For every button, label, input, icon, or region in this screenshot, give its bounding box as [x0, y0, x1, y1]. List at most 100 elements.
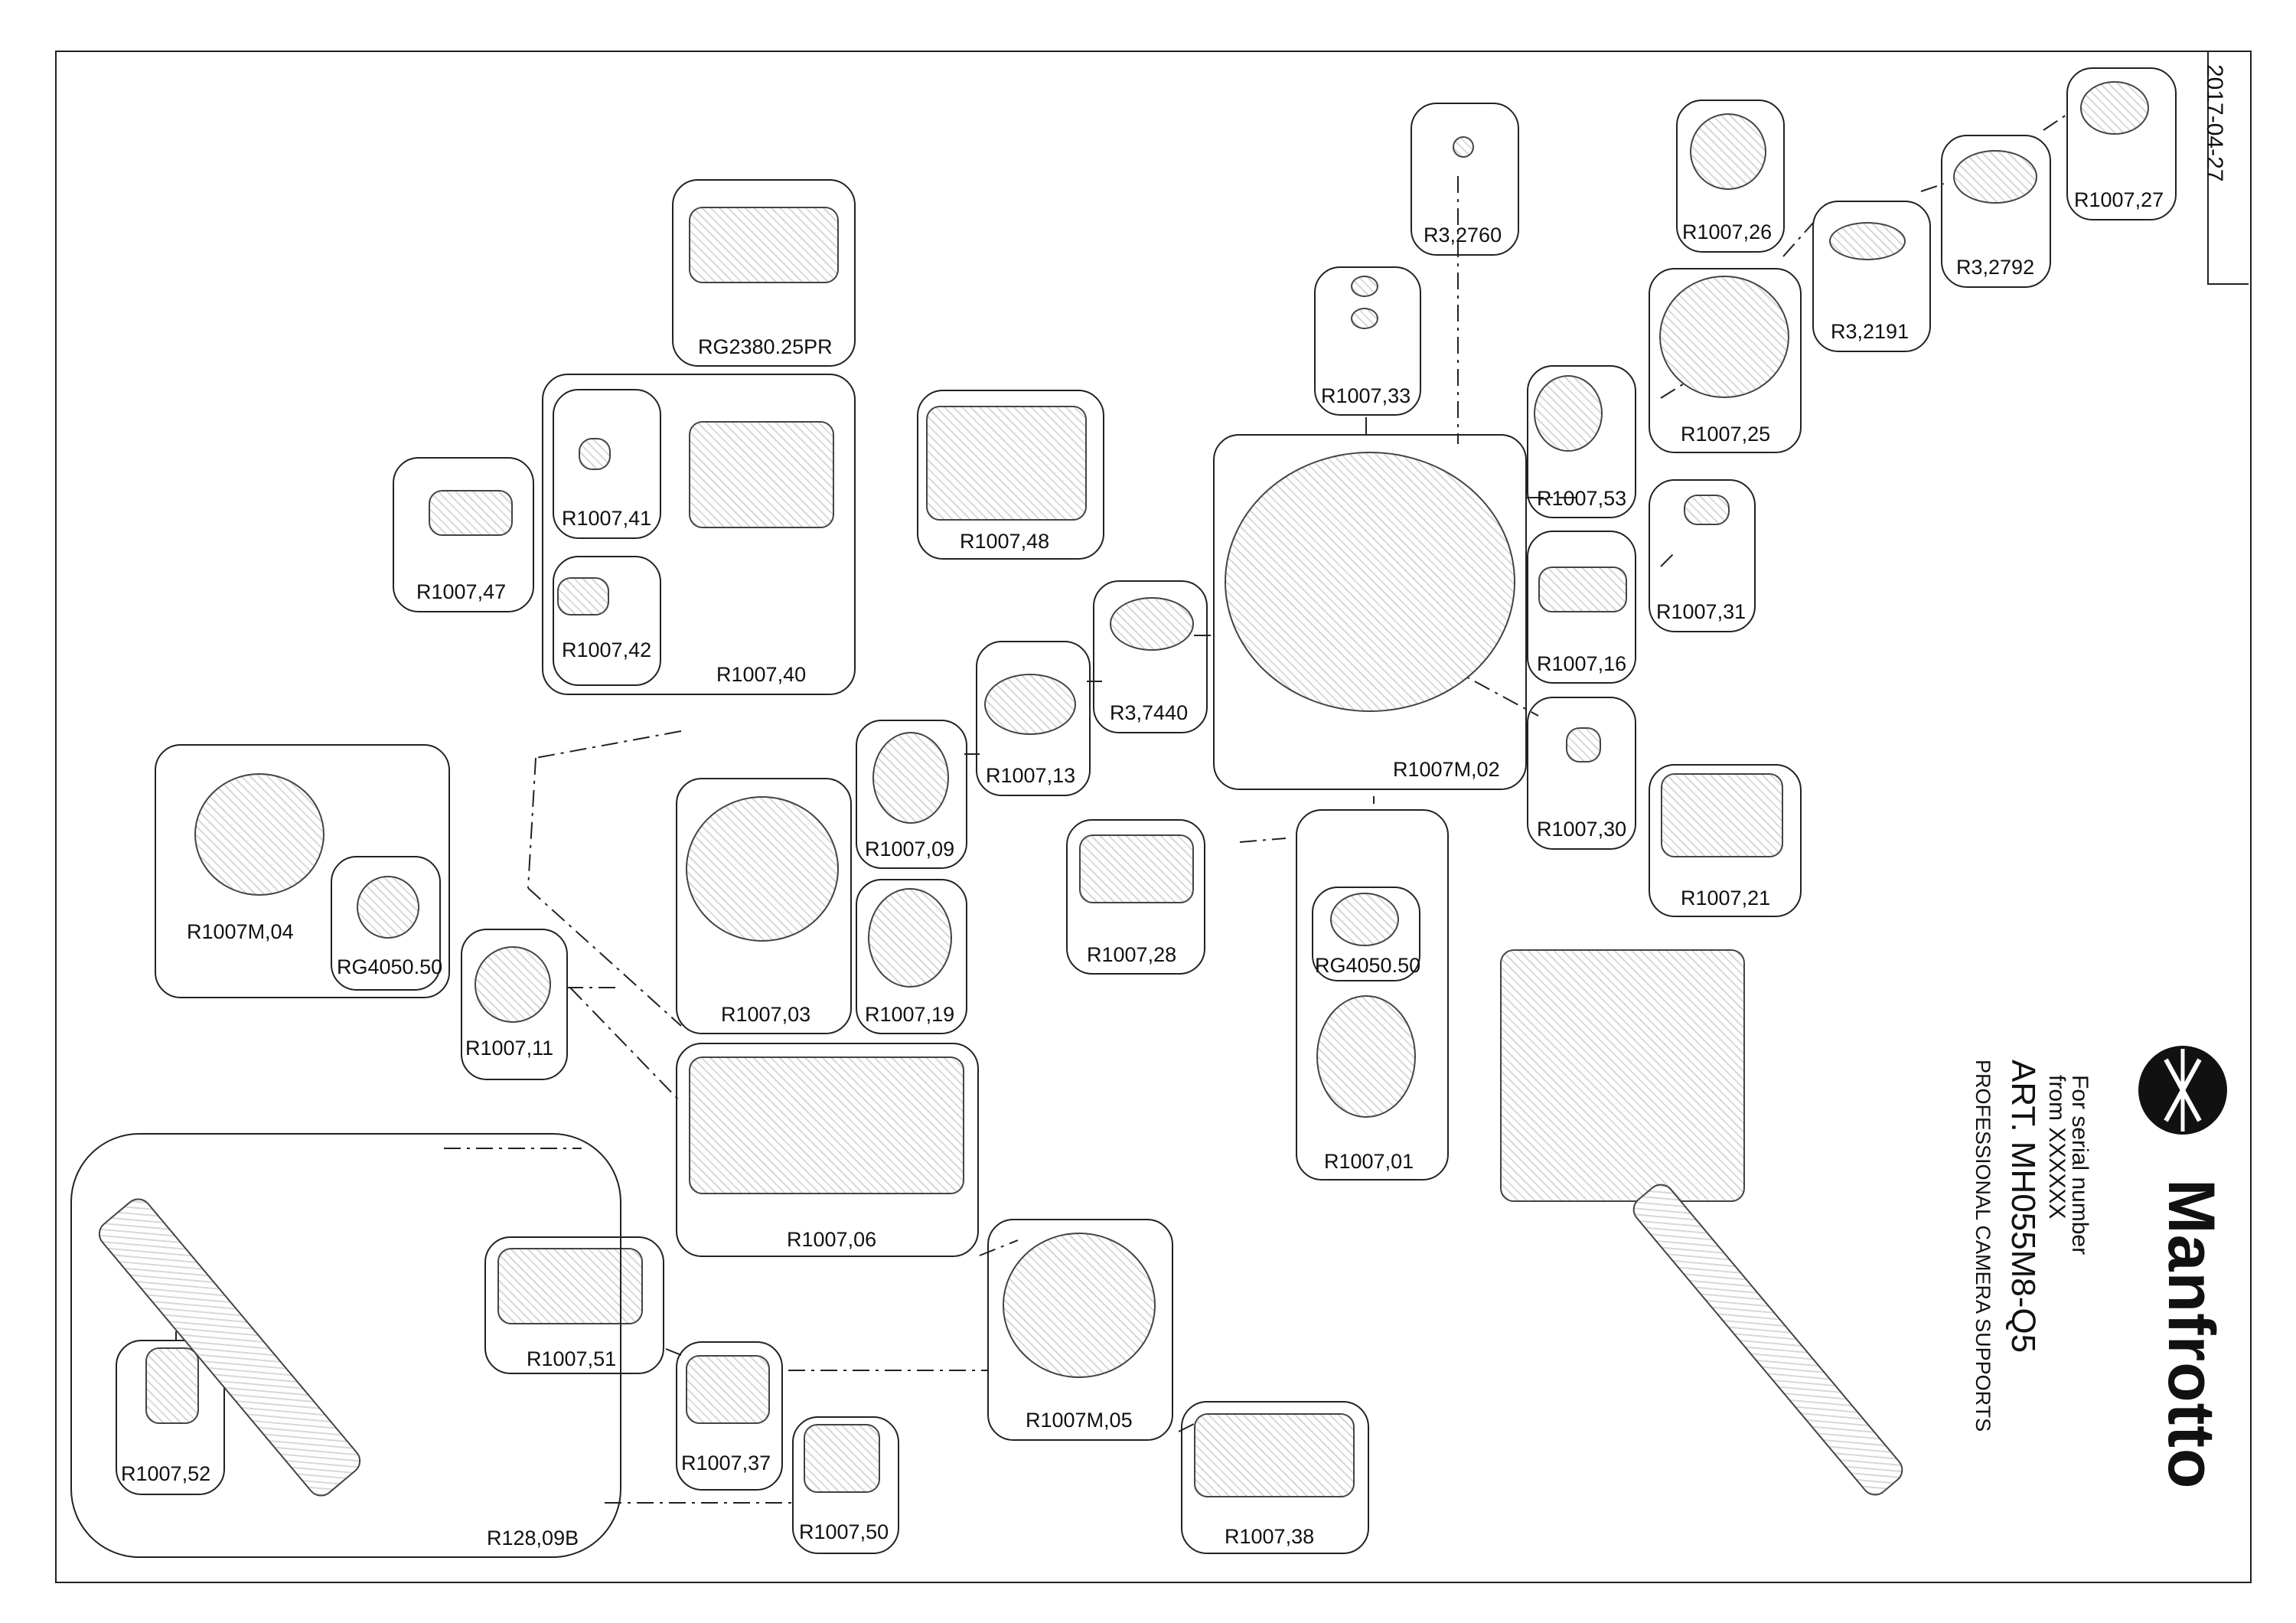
lever-illustration	[1661, 773, 1783, 857]
bearing-illustration	[1110, 597, 1194, 651]
clamp-assembly-illustration	[926, 406, 1087, 521]
knob-cap-illustration	[2080, 81, 2149, 135]
pan-disc-illustration	[686, 796, 839, 942]
part-label-r1007m-05: R1007M,05	[1026, 1409, 1133, 1432]
bolt-knob-illustration	[1194, 1413, 1355, 1497]
head-body-illustration	[1225, 452, 1515, 712]
bushing-illustration	[1453, 136, 1474, 158]
part-label-r1007-41: R1007,41	[562, 507, 652, 530]
part-box-r3-7440	[1093, 580, 1208, 733]
part-box-r1007-25	[1649, 268, 1802, 453]
article-number: ART. MH055M8-Q5	[2004, 1060, 2042, 1354]
part-box-r1007-51	[484, 1236, 664, 1374]
base-cup-illustration	[1316, 995, 1416, 1118]
flange-illustration	[1534, 375, 1603, 452]
clip-illustration	[1566, 727, 1601, 763]
part-box-r1007-19	[856, 879, 967, 1034]
part-label-r1007-26: R1007,26	[1682, 220, 1773, 243]
part-label-r1007-03: R1007,03	[721, 1003, 811, 1026]
part-box-r1007-01-group	[1296, 809, 1449, 1181]
part-box-r1007m-05	[987, 1219, 1173, 1441]
part-label-r1007-52: R1007,52	[121, 1462, 211, 1485]
part-box-r1007m-04	[155, 744, 450, 998]
part-box-r1007-47	[393, 457, 534, 612]
part-label-r1007-09: R1007,09	[865, 838, 955, 860]
part-box-r1007-11	[461, 929, 568, 1080]
part-box-r1007m-02	[1213, 434, 1527, 790]
part-label-r1007-40: R1007,40	[716, 663, 807, 686]
part-label-r1007-33: R1007,33	[1321, 384, 1411, 407]
leader-line	[535, 730, 682, 759]
handle-clamp-illustration	[145, 1347, 199, 1424]
leader-line	[569, 987, 682, 1103]
ring-set-illustration	[1953, 150, 2037, 204]
part-label-r1007-30: R1007,30	[1537, 818, 1627, 841]
part-label-r1007-51: R1007,51	[527, 1347, 617, 1370]
spring-set-illustration	[1538, 567, 1627, 612]
part-label-r128-09b: R128,09B	[487, 1527, 579, 1550]
part-label-r3-2792: R3,2792	[1956, 256, 2035, 279]
part-box-r1007-50	[792, 1416, 899, 1554]
plate-clamp-illustration	[689, 421, 834, 528]
part-box-r1007-38	[1181, 1401, 1369, 1554]
part-box-rg2380-25pr	[672, 179, 856, 367]
sleeve-illustration	[804, 1424, 880, 1493]
part-label-r1007-48: R1007,48	[960, 530, 1050, 553]
part-box-r1007-28	[1066, 819, 1205, 975]
leader-line	[527, 757, 536, 889]
part-box-r3-2792	[1941, 135, 2051, 288]
part-box-r1007-40	[542, 374, 856, 695]
washer-illustration	[1351, 308, 1378, 329]
part-label-r1007-47: R1007,47	[416, 580, 507, 603]
quick-release-plate-illustration	[689, 207, 839, 283]
knob-spring-illustration	[1079, 834, 1194, 903]
cover-ring-illustration	[1690, 113, 1766, 190]
washer-illustration	[1351, 276, 1378, 297]
part-box-r1007-37	[676, 1341, 783, 1491]
part-box-r1007-30	[1527, 697, 1636, 850]
leader-line	[1239, 838, 1287, 843]
part-label-r1007m-02: R1007M,02	[1393, 758, 1500, 781]
leader-line	[1920, 183, 1945, 192]
part-label-r1007-21: R1007,21	[1681, 887, 1771, 909]
sheet-border	[55, 51, 2252, 1583]
serial-line-2: from XXXXXX	[2044, 1075, 2069, 1220]
part-box-r1007-13	[976, 641, 1091, 796]
screw-nut-illustration	[686, 1355, 770, 1424]
part-label-r1007-28: R1007,28	[1087, 943, 1177, 966]
part-box-r1007-31	[1649, 479, 1756, 632]
part-box-r1007-48	[917, 390, 1104, 560]
ring-set-illustration	[1829, 222, 1906, 260]
assembled-fluid-head-illustration	[1500, 949, 1745, 1202]
part-box-r1007-21	[1649, 764, 1802, 917]
date-box	[2207, 52, 2249, 285]
part-label-rg4050-50-b: RG4050.50	[1315, 954, 1421, 977]
part-label-r1007-50: R1007,50	[799, 1520, 889, 1543]
latch-illustration	[557, 577, 609, 616]
part-label-rg4050-50-a: RG4050.50	[337, 955, 443, 978]
part-box-r1007-52	[116, 1340, 225, 1495]
sheet-date: 2017-04-27	[2202, 64, 2227, 182]
part-label-r1007-25: R1007,25	[1681, 423, 1771, 446]
retaining-ring-illustration	[872, 732, 949, 824]
part-box-r1007-26	[1676, 100, 1785, 253]
manfrotto-logo-icon	[2138, 1046, 2227, 1135]
part-label-r1007-38: R1007,38	[1225, 1525, 1315, 1548]
pin-illustration	[497, 1248, 643, 1324]
part-box-r1007-33	[1314, 266, 1421, 416]
part-label-r1007-27: R1007,27	[2074, 188, 2164, 211]
leader-line	[1782, 221, 1815, 257]
part-box-r1007-03	[676, 778, 852, 1034]
part-box-r3-2760	[1411, 103, 1519, 256]
pan-base-illustration	[194, 773, 325, 896]
part-label-r3-7440: R3,7440	[1110, 701, 1189, 724]
article-subtitle: PROFESSIONAL CAMERA SUPPORTS	[1971, 1060, 1994, 1432]
part-label-r1007-11: R1007,11	[465, 1037, 554, 1060]
part-box-r3-2191	[1812, 201, 1931, 352]
part-box-rg4050-50-a	[331, 856, 441, 991]
spring-illustration	[984, 674, 1076, 735]
drag-control-illustration	[1659, 276, 1789, 398]
part-label-rg2380-25pr: RG2380.25PR	[698, 335, 833, 358]
part-label-r1007-16: R1007,16	[1537, 652, 1627, 675]
o-ring-illustration	[868, 888, 952, 988]
